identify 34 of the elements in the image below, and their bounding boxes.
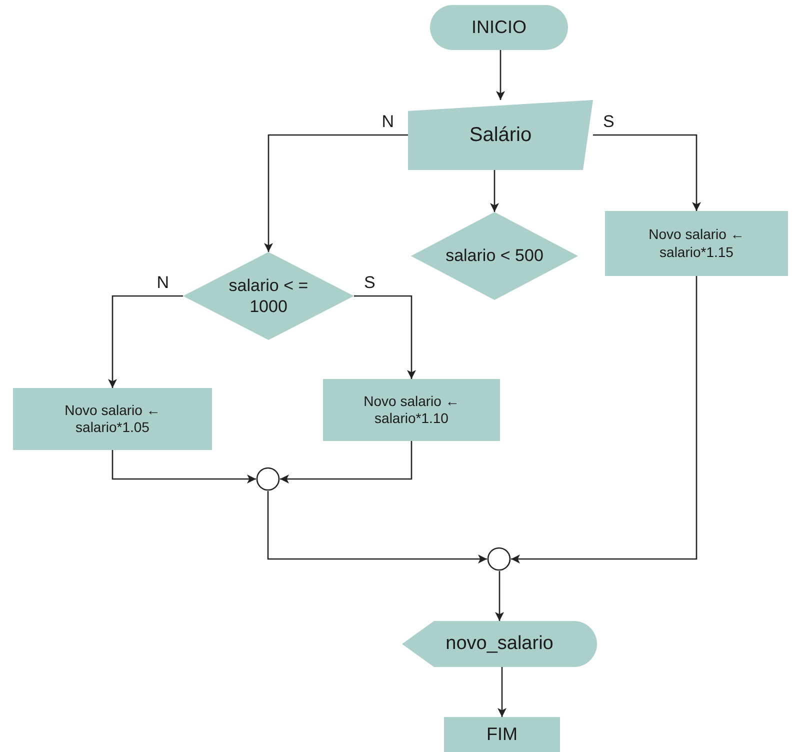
manual-input-shape: [408, 100, 593, 170]
arrow: [490, 170, 499, 212]
node-text: INICIO: [471, 16, 526, 39]
arrow: [593, 134, 701, 211]
process-box: [605, 211, 788, 276]
arrow: [264, 134, 408, 252]
node-text: salario < 500: [446, 245, 544, 267]
arrow: [280, 441, 412, 484]
arrow: [267, 491, 487, 564]
display-shape: [402, 621, 597, 667]
arrow: [354, 295, 416, 379]
edge-label: S: [362, 274, 378, 291]
node-text: Novo salario ← salario*1.05: [64, 402, 162, 436]
process-box: [323, 379, 500, 441]
arrow: [108, 295, 183, 388]
node-text: Novo salario ← salario*1.10: [362, 392, 460, 428]
process-box: [444, 717, 560, 752]
arrow: [112, 450, 256, 484]
node-text: novo_salario: [446, 632, 554, 656]
node-text: Novo salario ← salario*1.15: [648, 226, 746, 261]
node-text: Salário: [469, 122, 532, 148]
connector-circle: [487, 547, 511, 571]
edge-label: S: [601, 113, 616, 130]
decision-diamond: [183, 252, 354, 340]
arrow: [498, 667, 506, 717]
arrow: [511, 276, 698, 564]
arrow: [495, 571, 504, 621]
arrow: [496, 50, 505, 100]
node-text: FIM: [486, 723, 518, 746]
node-text: salario < = 1000: [228, 274, 310, 318]
terminal-shape: [430, 5, 568, 50]
decision-diamond: [411, 212, 578, 300]
connector-circle: [256, 467, 280, 491]
process-box: [13, 388, 212, 450]
